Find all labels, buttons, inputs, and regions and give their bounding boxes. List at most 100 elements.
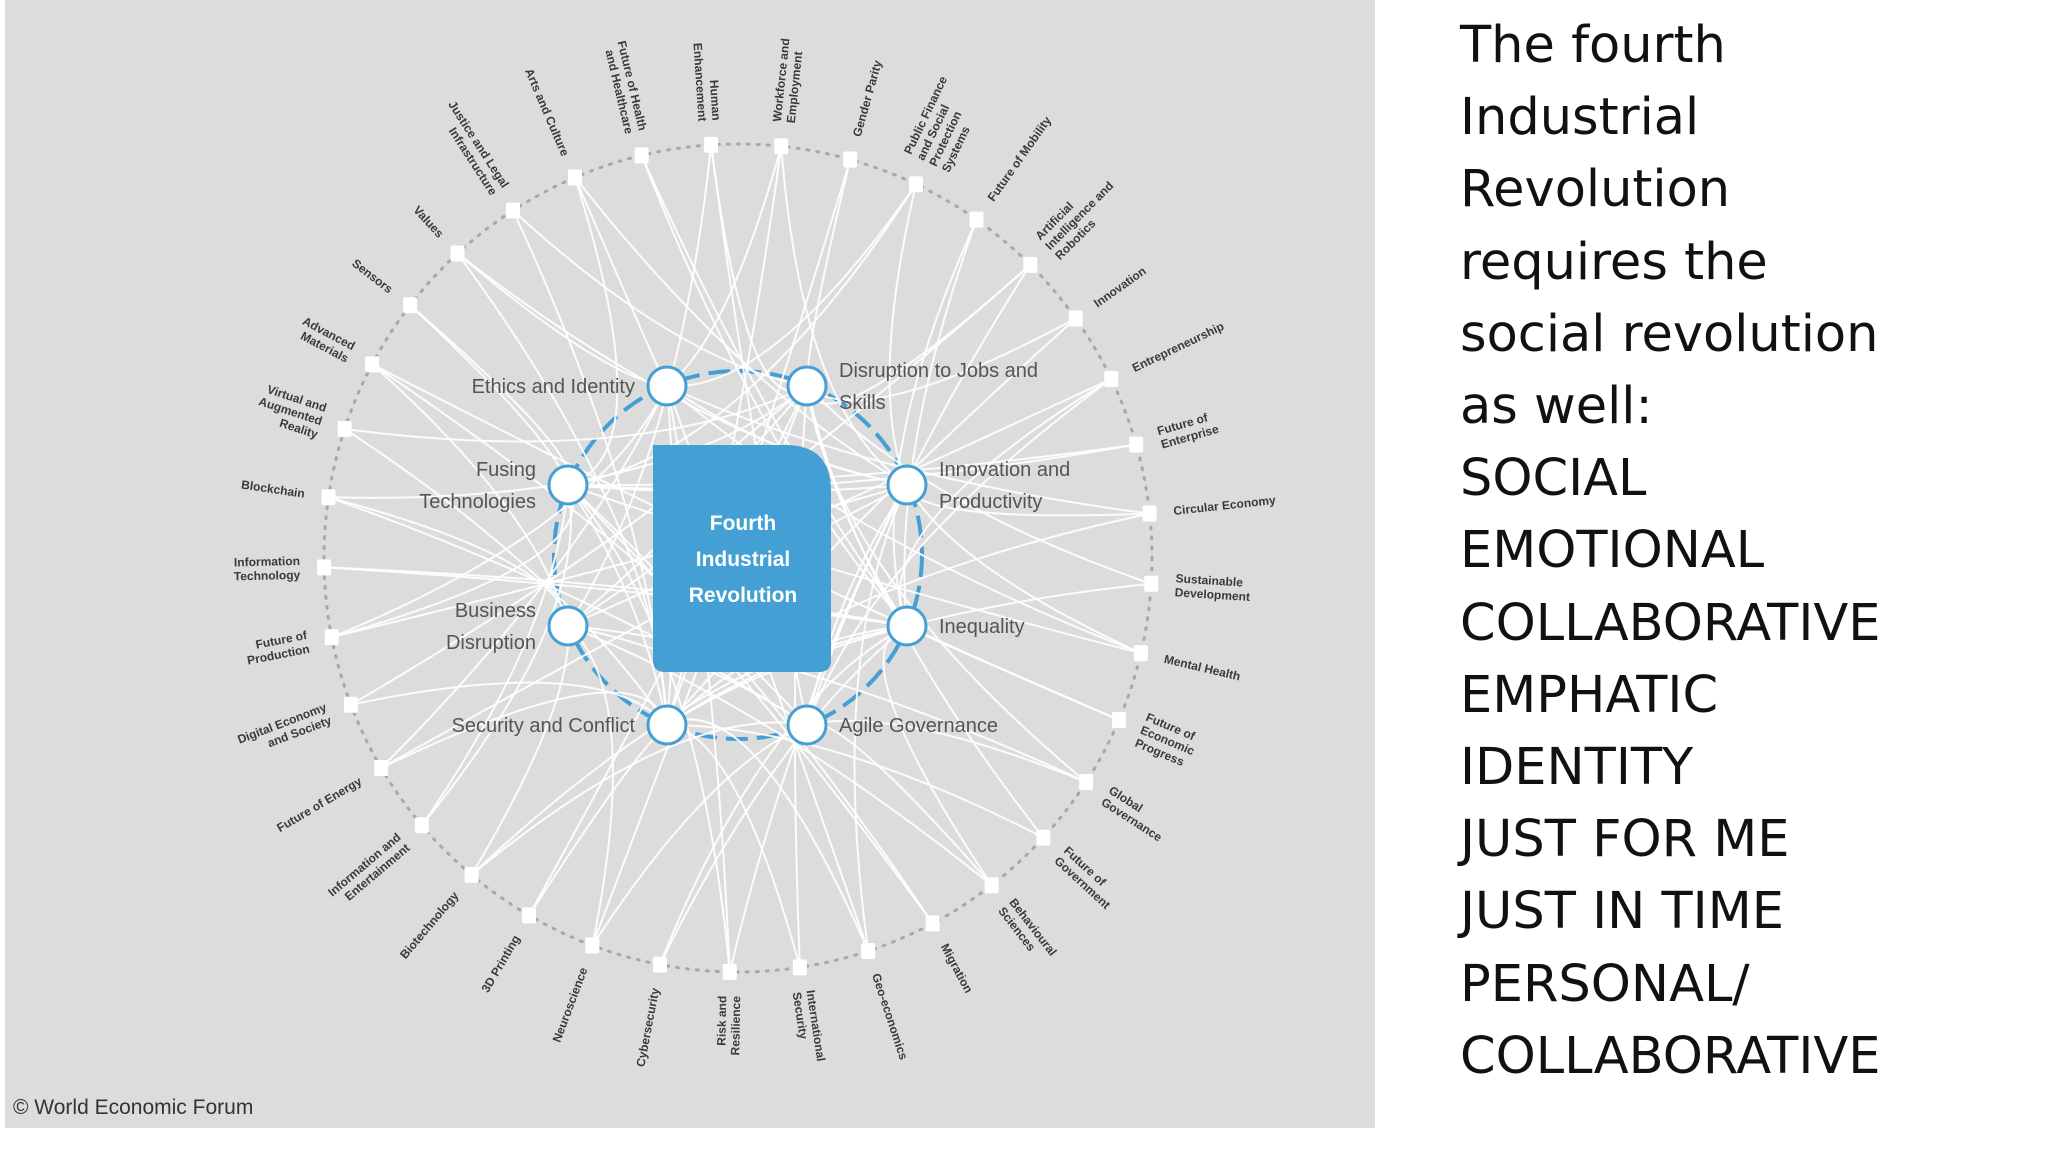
connection-line — [659, 625, 908, 966]
outer-topic-label-line: Human — [707, 79, 724, 120]
outer-topic-label: Future ofEnterprise — [1155, 408, 1220, 451]
outer-topic-node — [1129, 436, 1144, 453]
inner-node — [786, 704, 828, 746]
outer-topic-label: Public Financeand SocialProtectionSystem… — [901, 74, 988, 175]
outer-topic-node — [861, 943, 876, 960]
outer-topic-label: Gender Parity — [850, 58, 885, 138]
inner-node-label-line: Disruption to Jobs and — [839, 360, 1038, 382]
connection-line — [567, 625, 1087, 783]
connection-line — [567, 443, 1137, 487]
inner-node-label-line: Innovation and — [939, 459, 1070, 481]
inner-node-label: Ethics and Identity — [472, 376, 635, 398]
inner-node — [547, 605, 589, 647]
inner-node — [547, 464, 589, 506]
connection-line — [806, 385, 1152, 585]
outer-topic-label: Sensors — [349, 256, 395, 296]
outer-topic-node — [324, 629, 339, 646]
connection-line — [666, 385, 1150, 515]
outer-topic-node — [1142, 505, 1157, 522]
outer-topic-label: Geo-economics — [869, 972, 911, 1062]
outer-topic-label-line: Migration — [938, 941, 976, 995]
connection-line — [470, 721, 808, 876]
outer-topic-node — [321, 489, 336, 506]
outer-topic-node — [1112, 711, 1127, 728]
outer-topic-node — [704, 136, 719, 153]
outer-topic-label: 3D Printing — [479, 933, 523, 995]
outer-topic-label: Arts and Culture — [522, 66, 572, 158]
connection-line — [659, 625, 908, 965]
connection-line — [331, 385, 668, 639]
connection-line — [710, 144, 808, 392]
outer-topic-label: InformationTechnology — [233, 554, 300, 584]
connection-line — [853, 484, 908, 952]
center-box — [653, 445, 831, 672]
connection-line — [567, 144, 713, 627]
connection-line — [640, 154, 908, 627]
connection-line — [421, 484, 572, 826]
outer-topic-node — [365, 356, 380, 373]
side-text-line: Industrial — [1460, 88, 1700, 148]
inner-node-label-line: Fusing — [476, 459, 536, 481]
side-text-line: as well: — [1460, 377, 1653, 437]
connection-line — [567, 625, 614, 946]
outer-topic-label: HumanEnhancement — [690, 41, 723, 121]
inner-node — [886, 605, 928, 647]
outer-topic-label-line: Information — [234, 554, 300, 569]
connection-line — [666, 718, 870, 952]
outer-topic-node — [722, 963, 737, 980]
connection-line — [666, 183, 917, 388]
outer-topic-label: BehaviouralSciences — [995, 896, 1059, 967]
outer-topic-label-line: Innovation — [1091, 264, 1149, 311]
outer-topic-node — [567, 169, 582, 186]
outer-topic-label-line: Development — [1174, 585, 1250, 604]
connection-line — [324, 566, 908, 627]
outer-topic-label: Risk andResilience — [714, 995, 743, 1055]
connection-line — [528, 724, 668, 916]
connection-line — [806, 385, 1087, 783]
outer-topic-label-line: 3D Printing — [479, 933, 523, 995]
copyright-notice: © World Economic Forum — [13, 1096, 254, 1119]
outer-topic-node — [792, 959, 807, 976]
side-text-line: COLLABORATIVE — [1460, 593, 1881, 653]
outer-topic-node — [374, 760, 389, 777]
connection-line — [806, 484, 908, 726]
side-text-line: JUST IN TIME — [1460, 882, 1784, 942]
inner-node-label: Agile Governance — [839, 715, 998, 737]
center-label-line: Industrial — [696, 548, 791, 571]
outer-topic-label: ArtificialIntelligence andRobotics — [1032, 169, 1126, 263]
center-label-line: Revolution — [689, 584, 798, 607]
outer-topic-node — [1023, 256, 1038, 273]
connection-line — [567, 177, 619, 486]
outer-topic-label: Innovation — [1091, 264, 1149, 311]
connection-line — [371, 363, 569, 627]
connection-line — [567, 484, 731, 972]
outer-topic-label: Biotechnology — [397, 889, 462, 962]
connection-line — [456, 252, 668, 387]
outer-topic-node — [450, 245, 465, 262]
outer-topic-label-line: Sustainable — [1175, 571, 1243, 589]
outer-topic-node — [403, 297, 418, 314]
inner-node-label-line: Disruption — [446, 632, 536, 654]
outer-topic-label: Entrepreneurship — [1130, 319, 1226, 375]
connection-line — [470, 625, 570, 876]
connection-line — [892, 219, 978, 627]
connection-line — [640, 155, 908, 627]
center-label-line: Fourth — [710, 512, 776, 535]
outer-topic-label-line: Sensors — [349, 256, 395, 296]
connection-line — [666, 385, 1142, 655]
outer-topic-label: Neuroscience — [550, 965, 591, 1044]
outer-topic-node — [521, 907, 536, 924]
inner-node-label: Inequality — [939, 616, 1025, 638]
connection-line — [470, 625, 908, 876]
outer-topic-label-line: Risk and — [714, 996, 729, 1046]
side-text-line: EMOTIONAL — [1460, 521, 1765, 581]
outer-topic-label-line: Future of Mobility — [985, 113, 1055, 204]
outer-topic-label: InternationalSecurity — [790, 989, 828, 1064]
connection-line — [806, 264, 1031, 405]
connection-line — [380, 691, 668, 769]
outer-topic-label: GlobalGovernance — [1099, 783, 1173, 844]
